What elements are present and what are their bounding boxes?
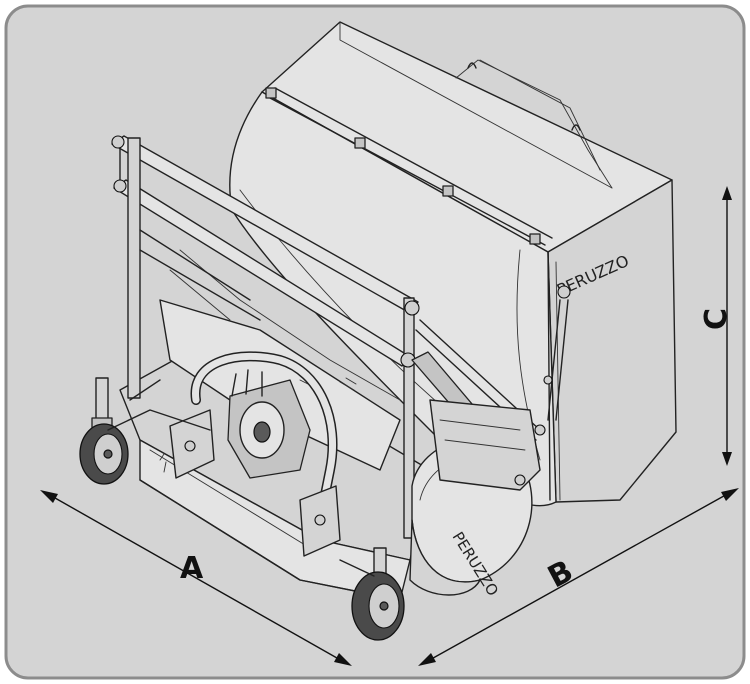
lift-linkage — [111, 135, 571, 539]
caster-wheel-left — [79, 377, 129, 485]
dimension-c-label: C — [699, 308, 734, 330]
hitch-frame — [169, 351, 341, 557]
dimension-a-label: A — [180, 551, 204, 586]
side-transmission — [429, 399, 546, 491]
dimension-c: C — [699, 186, 734, 466]
dimension-a: A — [40, 490, 352, 666]
mower-collector-illustration: PERUZZO — [79, 21, 677, 641]
caster-wheel-right — [351, 547, 405, 641]
